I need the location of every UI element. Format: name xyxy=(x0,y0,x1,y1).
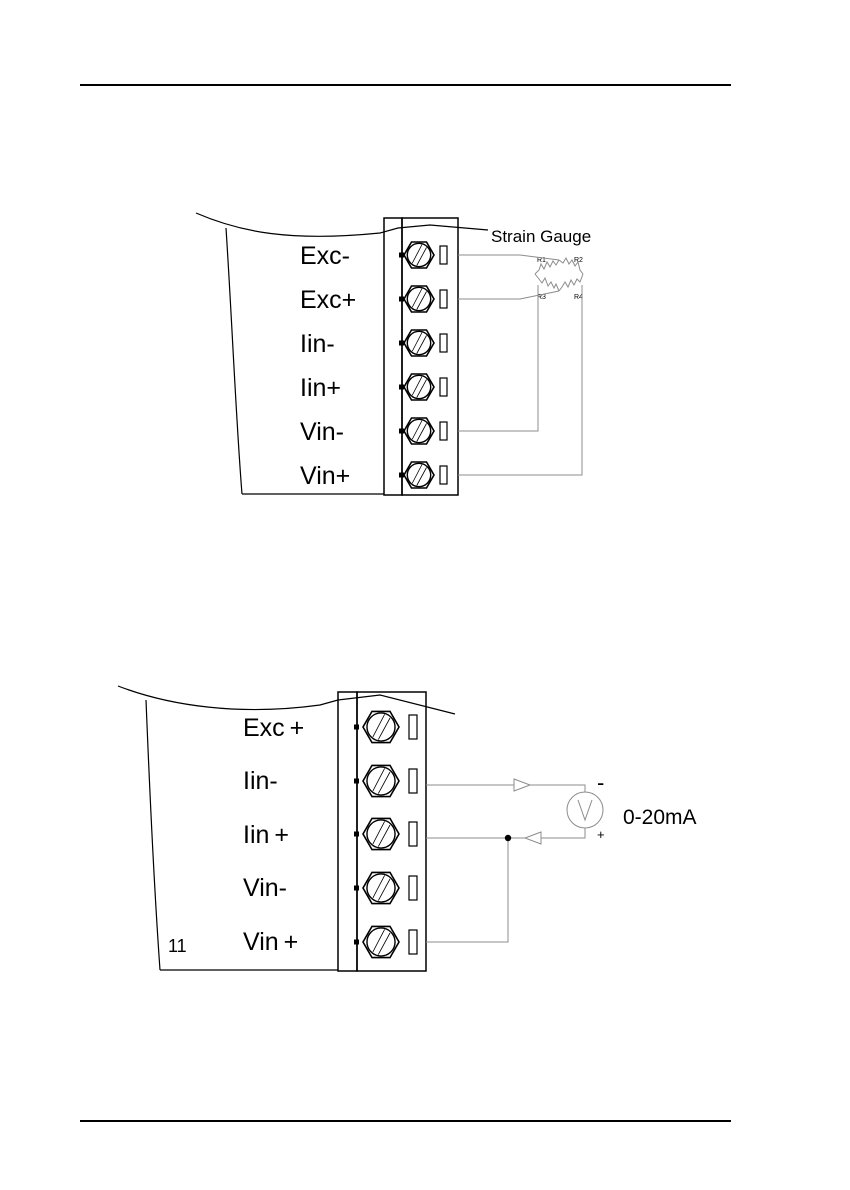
terminal-label-exc-minus: Exc- xyxy=(300,242,350,270)
screw-head-icon xyxy=(407,463,430,486)
terminal-contact xyxy=(354,832,359,837)
wire-clamp xyxy=(440,290,447,308)
strain-gauge-label: Strain Gauge xyxy=(491,227,591,246)
sg-screw-1 xyxy=(399,242,447,268)
wire-clamp xyxy=(440,246,447,264)
terminal2-label-exc-plus: Exc + xyxy=(243,714,304,742)
module2-left-edge xyxy=(146,700,160,970)
wire-vin-minus xyxy=(458,285,538,431)
junction-dot xyxy=(505,835,511,841)
sg-screw-6 xyxy=(399,462,447,488)
terminal-label-iin-minus: Iin- xyxy=(300,330,335,358)
terminal-screws-2 xyxy=(354,711,417,957)
wire-clamp xyxy=(409,822,417,846)
screw-head-icon xyxy=(407,375,430,398)
screw-head-icon xyxy=(407,419,430,442)
wire-clamp xyxy=(440,334,447,352)
arrow-iin-plus xyxy=(525,832,541,844)
page-number: 11 xyxy=(168,936,187,956)
current-range-label: 0-20mA xyxy=(623,806,697,829)
arrow-iin-minus xyxy=(514,779,530,791)
terminal2-label-iin-minus: Iin- xyxy=(243,767,278,795)
terminal-contact xyxy=(399,429,404,434)
resistor-r4 xyxy=(559,274,583,291)
terminal-label-vin-minus: Vin- xyxy=(300,418,344,446)
screw-head-icon xyxy=(367,820,395,848)
terminal-label-iin-plus: Iin+ xyxy=(300,374,341,402)
wire-clamp xyxy=(440,422,447,440)
sg-screw-2 xyxy=(399,286,447,312)
wire-jumper-vin-plus xyxy=(426,838,508,942)
terminal2-label-iin-plus: Iin + xyxy=(243,821,289,849)
wire-clamp xyxy=(440,466,447,484)
resistor-label-r2: R2 xyxy=(574,257,583,264)
wire-iin-minus xyxy=(426,785,585,792)
cl-screw-5 xyxy=(354,926,417,957)
screw-head-icon xyxy=(367,767,395,795)
wire-clamp xyxy=(409,876,417,900)
module2-body-outline xyxy=(118,686,455,714)
source-minus-label: - xyxy=(597,770,604,795)
current-source-icon xyxy=(567,792,603,828)
screw-head-icon xyxy=(407,287,430,310)
terminal-contact xyxy=(399,297,404,302)
terminal-label-vin-plus: Vin+ xyxy=(300,462,350,490)
wire-clamp xyxy=(409,769,417,793)
source-plus-label: + xyxy=(597,827,605,842)
screw-head-icon xyxy=(407,243,430,266)
terminal-screws xyxy=(399,242,447,488)
sg-screw-4 xyxy=(399,374,447,400)
terminal2-label-vin-plus: Vin + xyxy=(243,928,298,956)
wire-clamp xyxy=(440,378,447,396)
cl-screw-2 xyxy=(354,765,417,796)
screw-head-icon xyxy=(367,713,395,741)
screw-head-icon xyxy=(367,928,395,956)
terminal-label-exc-plus: Exc+ xyxy=(300,286,356,314)
strain-gauge-diagram: Exc- Exc+ Iin- Iin+ Vin- Vin+ Strain Gau… xyxy=(196,213,591,495)
resistor-r3 xyxy=(535,274,559,291)
cl-screw-1 xyxy=(354,711,417,742)
terminal-contact xyxy=(399,253,404,258)
sg-screw-5 xyxy=(399,418,447,444)
module-left-edge xyxy=(226,228,242,494)
terminal-contact xyxy=(399,341,404,346)
module-body-outline xyxy=(196,213,488,236)
terminal-contact xyxy=(399,473,404,478)
terminal-contact xyxy=(354,940,359,945)
terminal-contact xyxy=(399,385,404,390)
screw-head-icon xyxy=(407,331,430,354)
wire-vin-plus xyxy=(458,285,582,475)
screw-head-icon xyxy=(367,874,395,902)
sg-screw-3 xyxy=(399,330,447,356)
wire-clamp xyxy=(409,715,417,739)
terminal2-label-vin-minus: Vin- xyxy=(243,874,287,902)
terminal-contact xyxy=(354,886,359,891)
current-loop-diagram: Exc + Iin- Iin + Vin- Vin + 11 - + 0-20m… xyxy=(118,686,697,971)
cl-screw-3 xyxy=(354,818,417,849)
terminal-contact xyxy=(354,779,359,784)
terminal-contact xyxy=(354,725,359,730)
cl-screw-4 xyxy=(354,872,417,903)
wire-clamp xyxy=(409,930,417,954)
terminal-block-rail xyxy=(384,218,402,495)
